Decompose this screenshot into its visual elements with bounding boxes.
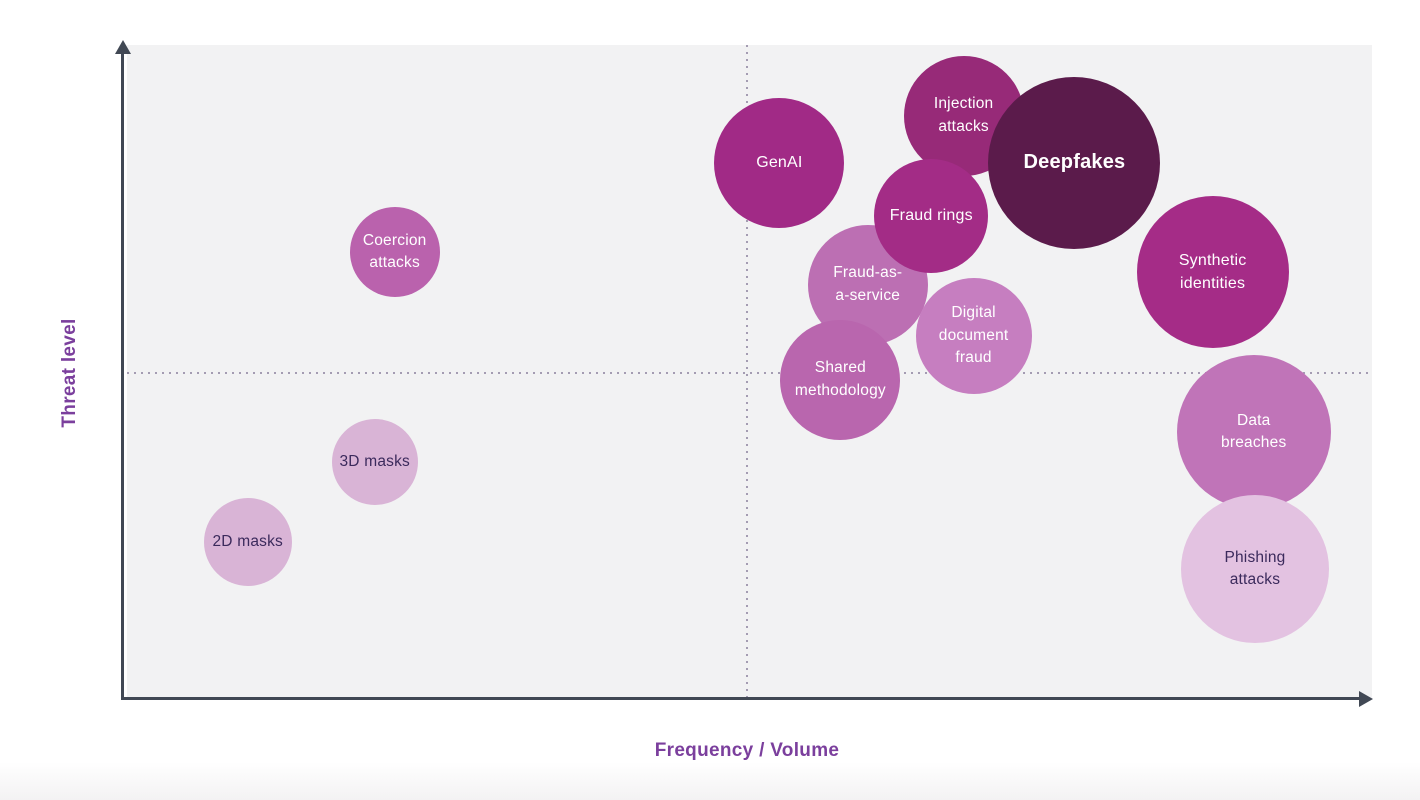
- bubble-label: Deepfakes: [1023, 151, 1126, 174]
- y-axis-arrow-icon: [115, 40, 131, 54]
- bubble-label: GenAI: [756, 154, 803, 172]
- x-axis-label: Frequency / Volume: [654, 740, 840, 761]
- bubble-fraud-rings: Fraud rings: [874, 158, 989, 273]
- bottom-page-band: [0, 762, 1420, 800]
- bubble-2d-masks: 2D masks: [203, 498, 292, 587]
- bubble-label: Fraud-as-a-service: [833, 264, 903, 304]
- bubble-3d-masks: 3D masks: [331, 419, 418, 506]
- bubble-label: 2D masks: [212, 532, 283, 550]
- y-axis-line: [121, 50, 124, 700]
- bubble-label: 3D masks: [339, 453, 410, 470]
- bubble-deepfakes: Deepfakes: [988, 76, 1161, 249]
- x-axis-line: [121, 697, 1363, 700]
- x-axis-arrow-icon: [1359, 690, 1373, 707]
- y-axis-label: Threat level: [59, 318, 80, 428]
- bubble-genai: GenAI: [714, 97, 845, 228]
- quadrant-divider-horizontal: [127, 372, 1372, 374]
- bubble-label: Fraud rings: [889, 207, 973, 225]
